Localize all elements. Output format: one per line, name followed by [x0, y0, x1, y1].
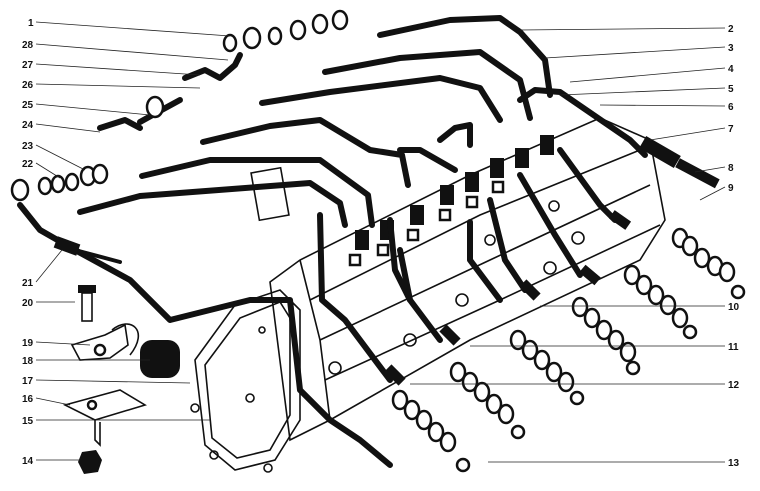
callout-1: 1	[28, 18, 34, 29]
callout-19: 19	[22, 338, 34, 349]
callout-labels: 1 28 27 26 25 24 23 22 21 20 19 18 17 16…	[22, 18, 740, 469]
callout-2: 2	[728, 24, 734, 35]
callout-20: 20	[22, 298, 34, 309]
high-pressure-fuel-pipes	[17, 15, 648, 468]
callout-15: 15	[22, 416, 34, 427]
callout-4: 4	[728, 64, 734, 75]
loose-parts-left	[10, 9, 349, 474]
fuel-pump-housing	[250, 117, 666, 442]
callout-25: 25	[22, 100, 34, 111]
callout-28: 28	[22, 40, 34, 51]
callout-8: 8	[728, 163, 734, 174]
callout-14: 14	[22, 456, 34, 467]
callout-7: 7	[728, 124, 734, 135]
callout-13: 13	[728, 458, 740, 469]
callout-10: 10	[728, 302, 740, 313]
callout-17: 17	[22, 376, 34, 387]
callout-21: 21	[22, 278, 34, 289]
callout-22: 22	[22, 159, 34, 170]
callout-9: 9	[728, 183, 734, 194]
callout-24: 24	[22, 120, 34, 131]
callout-27: 27	[22, 60, 34, 71]
nozzle-fittings	[384, 135, 720, 386]
washer-stacks	[391, 227, 746, 473]
callout-18: 18	[22, 356, 34, 367]
callout-11: 11	[728, 342, 739, 353]
callout-23: 23	[22, 141, 34, 152]
governor-cover	[190, 289, 301, 473]
callout-12: 12	[728, 380, 740, 391]
callout-16: 16	[22, 394, 34, 405]
callout-5: 5	[728, 84, 734, 95]
callout-3: 3	[728, 43, 734, 54]
leader-lines	[35, 21, 726, 463]
callout-6: 6	[728, 102, 734, 113]
callout-26: 26	[22, 80, 34, 91]
